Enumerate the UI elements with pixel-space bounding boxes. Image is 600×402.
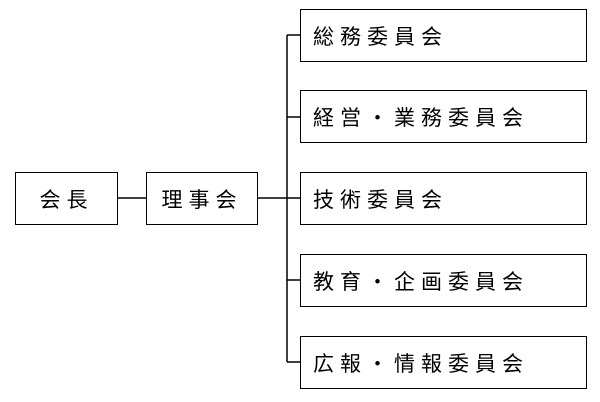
board-label: 理事会 [161,187,243,212]
board-box: 理事会 [146,172,258,225]
committee-general-affairs-box: 総務委員会 [300,9,587,62]
committee-label: 教育・企画委員会 [313,269,529,294]
committee-label: 技術委員会 [313,187,448,212]
chairman-box: 会長 [15,172,118,225]
committee-technical-box: 技術委員会 [300,172,587,225]
committee-label: 経営・業務委員会 [313,105,529,130]
committee-education-box: 教育・企画委員会 [300,254,587,307]
committee-label: 総務委員会 [313,24,448,49]
committee-label: 広報・情報委員会 [313,351,529,376]
committee-pr-box: 広報・情報委員会 [300,336,587,389]
chairman-label: 会長 [39,187,94,212]
committee-management-box: 経営・業務委員会 [300,90,587,143]
